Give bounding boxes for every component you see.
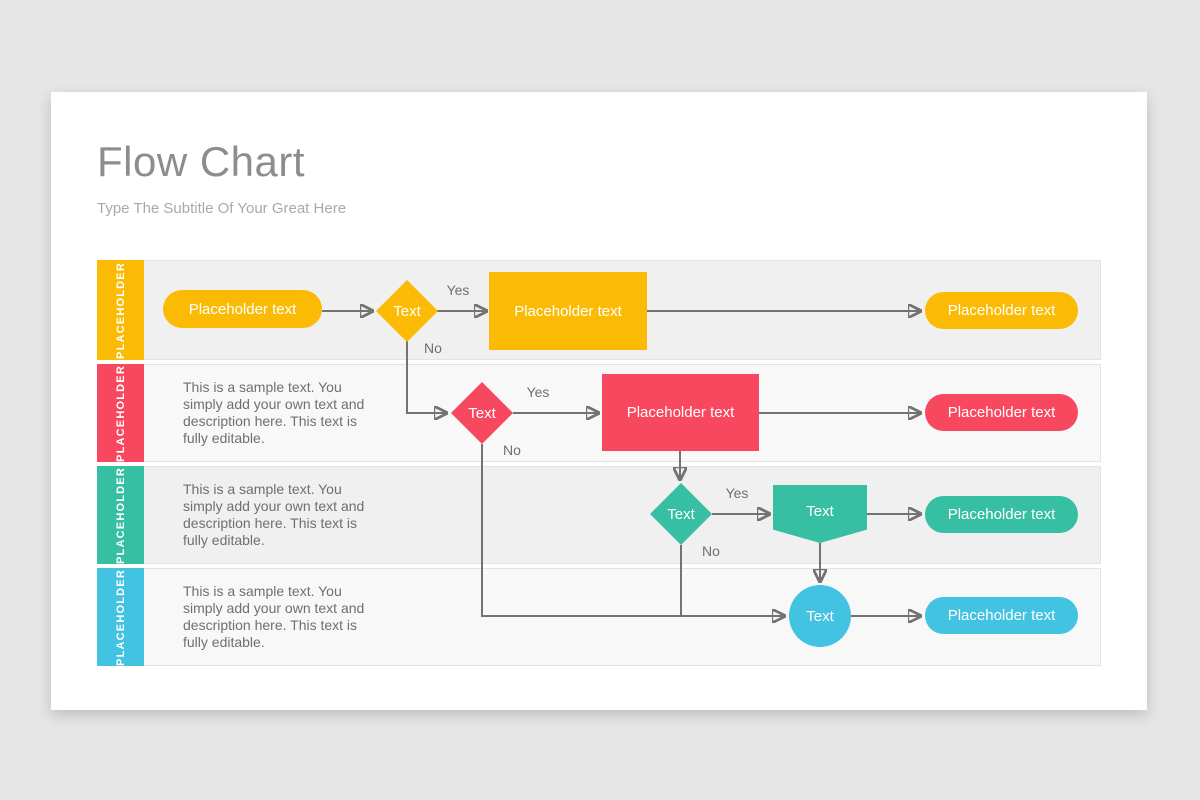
- swimlane-tab-1[interactable]: PLACEHOLDER: [97, 260, 144, 360]
- swimlane-tab-4[interactable]: PLACEHOLDER: [97, 568, 144, 666]
- swimlane-tab-4-label: PLACEHOLDER: [114, 568, 127, 666]
- swimlane-tab-3[interactable]: PLACEHOLDER: [97, 466, 144, 564]
- end-pill-row3[interactable]: Placeholder text: [925, 496, 1078, 533]
- swimlane-tab-3-label: PLACEHOLDER: [114, 466, 127, 564]
- end-pill-row2[interactable]: Placeholder text: [925, 394, 1078, 431]
- swimlane-tab-2[interactable]: PLACEHOLDER: [97, 364, 144, 462]
- start-pill-row1[interactable]: Placeholder text: [163, 290, 322, 328]
- slide-subtitle[interactable]: Type The Subtitle Of Your Great Here: [97, 200, 347, 217]
- pentagon-shape-row3[interactable]: Text: [773, 485, 867, 543]
- slide-title[interactable]: Flow Chart: [97, 138, 306, 185]
- process-rect-row2[interactable]: Placeholder text: [602, 374, 759, 451]
- swimlane-tab-1-label: PLACEHOLDER: [114, 261, 127, 359]
- end-pill-row1[interactable]: Placeholder text: [925, 292, 1078, 329]
- terminal-circle-row4[interactable]: Text: [789, 585, 851, 647]
- process-rect-row1[interactable]: Placeholder text: [489, 272, 647, 350]
- row-4-description[interactable]: This is a sample text. You simply add yo…: [183, 583, 365, 650]
- row-3-description[interactable]: This is a sample text. You simply add yo…: [183, 481, 365, 548]
- row-2-description[interactable]: This is a sample text. You simply add yo…: [183, 379, 365, 446]
- end-pill-row4[interactable]: Placeholder text: [925, 597, 1078, 634]
- swimlane-tab-2-label: PLACEHOLDER: [114, 364, 127, 462]
